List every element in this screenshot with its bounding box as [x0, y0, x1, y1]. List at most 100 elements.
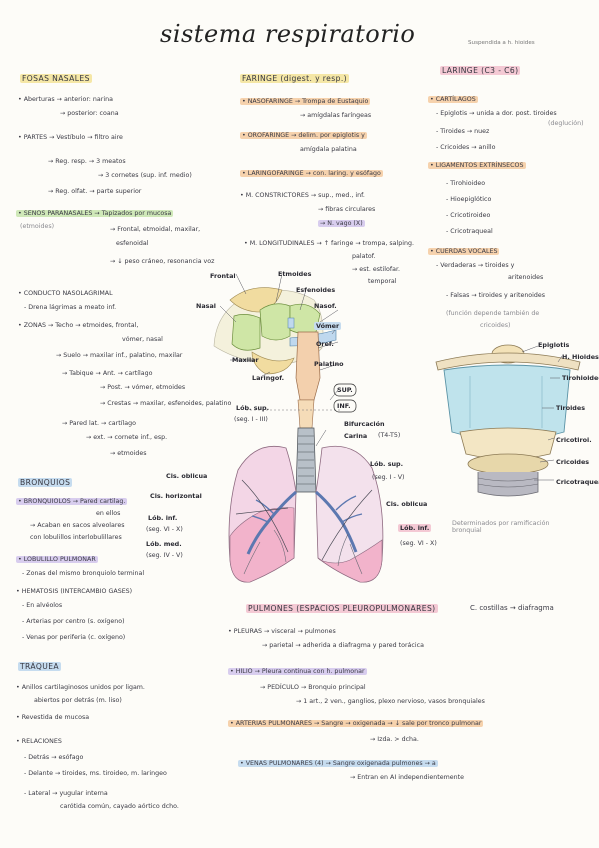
respiratory-illustration	[213, 273, 384, 583]
laringe-line: aritenoides	[508, 274, 544, 281]
head-label-palatino: Laringof.	[252, 374, 285, 382]
label-lob-sup-left-seg: (seg. I - III)	[234, 416, 268, 423]
pulmones-heading: PULMONES (ESPACIOS PLEUROPULMONARES)	[246, 604, 438, 613]
larynx-label: H. Hioides	[562, 353, 599, 361]
faringe-line: temporal	[368, 278, 397, 285]
faringe-line: • NASOFARINGE → Trompa de Eustaquio	[240, 98, 371, 105]
label-bifurcacion: Bifurcación	[344, 420, 385, 428]
laringe-line: - Cricotiroideo	[446, 212, 491, 219]
pulmones-line: • HILIO → Pleura continua con h. pulmona…	[228, 668, 367, 675]
head-label-nasal: Nasal	[196, 302, 216, 310]
label-inf: INF.	[337, 402, 351, 410]
laringe-line: - Tirohioideo	[446, 180, 486, 187]
fosas-line: (etmoides)	[20, 223, 55, 230]
fosas-line: → Tabique → Ant. → cartílago	[62, 370, 153, 377]
pulmones-line: → Izda. > dcha.	[370, 736, 419, 743]
label-lob-med-seg: (seg. IV - V)	[146, 552, 183, 559]
larynx-label: Cricoides	[556, 458, 590, 466]
pulmones-line: → PEDÍCULO → Bronquio principal	[260, 684, 366, 691]
laringe-line: • CUERDAS VOCALES	[428, 248, 500, 255]
pulmones-line: → parietal → adherida a diafragma y pare…	[262, 642, 424, 649]
laringe-line: - Epiglotis → unida a dor. post. tiroide…	[436, 110, 557, 117]
pulmones-line: • ARTERIAS PULMONARES → Sangre → oxigena…	[228, 720, 484, 727]
traquea-line: - Lateral → yugular interna	[24, 790, 108, 797]
larynx-label: Cricotraqueal	[556, 478, 599, 486]
label-lob-inf-right-seg: (seg. VI - X)	[400, 540, 437, 547]
fosas-line: → Suelo → maxilar inf., palatino, maxila…	[56, 352, 183, 359]
label-lob-sup-left: Lób. sup.	[236, 404, 270, 412]
faringe-line: • LARINGOFARINGE → con. laring. y esófag…	[240, 170, 383, 177]
bronquios-line: → Acaban en sacos alveolares	[30, 522, 125, 529]
fosas-line: vómer, nasal	[122, 336, 163, 343]
bronquios-line: en ellos	[96, 510, 121, 517]
pulmones-heading-tail: C. costillas → diafragma	[470, 604, 554, 612]
label-cis-obl-left: Cis. oblicua	[166, 472, 208, 480]
fosas-line: → Reg. resp. → 3 meatos	[48, 158, 126, 165]
label-cis-obl-right: Cis. oblicua	[386, 500, 428, 508]
faringe-line: • OROFARINGE → delim. por epiglotis y	[240, 132, 367, 139]
head-label-nasof: Nasof.	[314, 302, 337, 310]
pulmones-line: → Entran en AI independientemente	[350, 774, 464, 781]
label-lob-inf-right: Lób. inf.	[398, 524, 432, 532]
fosas-line: • ZONAS → Techo → etmoides, frontal,	[18, 322, 139, 329]
laringe-line: - Falsas → tiroides y aritenoides	[446, 292, 546, 299]
faringe-line: • M. CONSTRICTORES → sup., med., inf.	[240, 192, 365, 199]
fosas-line: → Post. → vómer, etmoides	[100, 384, 186, 391]
pulmones-line: • PLEURAS → visceral → pulmones	[228, 628, 336, 635]
laringe-line: (función depende también de	[446, 310, 540, 317]
bronquios-line: - Venas por periferia (c. oxígeno)	[22, 634, 126, 641]
label-segment-note: Determinados por ramificación bronquial	[452, 520, 550, 535]
bronquios-line: - Arterias por centro (s. oxígeno)	[22, 618, 125, 625]
faringe-line: palatof.	[352, 253, 376, 260]
fosas-line: esfenoidal	[116, 240, 149, 247]
laringe-line: - Cricotraqueal	[446, 228, 493, 235]
laringe-line: - Cricoides → anillo	[436, 144, 496, 151]
bronquios-line: • HEMATOSIS (INTERCAMBIO GASES)	[16, 588, 133, 595]
head-label-frontal: Frontal	[210, 272, 236, 280]
bronquios-line: • BRONQUIOLOS → Pared cartilag.	[16, 498, 128, 505]
head-label-maxilar: Maxilar	[232, 356, 259, 364]
head-label-esfenoides: Esfenoides	[296, 286, 336, 294]
label-lob-med: Lób. med.	[146, 540, 182, 548]
label-sup: SUP.	[337, 386, 353, 394]
label-lob-inf-left-seg: (seg. VI - X)	[146, 526, 183, 533]
fosas-line: → ext. → cornete inf., esp.	[86, 434, 168, 441]
fosas-line: → ↓ peso cráneo, resonancia voz	[110, 258, 215, 265]
pulmones-line: • VENAS PULMONARES (4) → Sangre oxigenad…	[238, 760, 438, 767]
fosas-line: → Frontal, etmoidal, maxilar,	[110, 226, 201, 233]
traquea-heading: TRÁQUEA	[18, 662, 61, 671]
head-label-laringof: Palatino	[314, 360, 344, 368]
faringe-line: → amígdalas faríngeas	[300, 112, 372, 119]
traquea-line: • Anillos cartilaginosos unidos por liga…	[16, 684, 145, 691]
label-cis-hor: Cis. horizontal	[150, 492, 202, 500]
traquea-line: carótida común, cayado aórtico dcho.	[60, 803, 179, 810]
faringe-line: → est. estilofar.	[352, 266, 400, 273]
label-lob-inf-left: Lób. inf.	[148, 514, 178, 522]
head-label-oref: Oref.	[316, 340, 334, 348]
bronquios-line: - Zonas del mismo bronquiolo terminal	[22, 570, 145, 577]
traquea-line: • Revestida de mucosa	[16, 714, 90, 721]
label-carina-vert: (T4-T5)	[378, 432, 401, 439]
fosas-line: → 3 cornetes (sup. inf. medio)	[98, 172, 192, 179]
larynx-label: Tirohioideo	[562, 374, 599, 382]
fosas-line: - Drena lágrimas a meato inf.	[24, 304, 117, 311]
bronquios-line: • LOBULILLO PULMONAR	[16, 556, 98, 563]
head-label-vomer: Vómer	[314, 322, 342, 330]
laringe-line: - Hioepiglótico	[446, 196, 492, 203]
laringe-line: - Tiroides → nuez	[436, 128, 490, 135]
faringe-line: → N. vago (X)	[318, 220, 365, 227]
faringe-line: amígdala palatina	[300, 146, 357, 153]
fosas-line: → Reg. olfat. → parte superior	[48, 188, 142, 195]
faringe-heading: FARINGE (digest. y resp.)	[240, 74, 349, 83]
faringe-line: • M. LONGITUDINALES → ↑ faringe → trompa…	[244, 240, 415, 247]
fosas-line: • PARTES → Vestíbulo → filtro aire	[18, 134, 123, 141]
larynx-label: Epiglotis	[538, 341, 570, 349]
larynx-illustration	[435, 344, 581, 497]
traquea-line: • RELACIONES	[16, 738, 62, 745]
bronquios-line: con lobulillos interlobulillares	[30, 534, 122, 541]
laringe-line: • CARTÍLAGOS	[428, 96, 478, 103]
larynx-label: Cricotiroi.	[556, 436, 592, 444]
pulmones-line: → 1 art., 2 ven., ganglios, plexo nervio…	[296, 698, 485, 705]
label-lob-sup-right: Lób. sup.	[370, 460, 404, 468]
fosas-heading: FOSAS NASALES	[20, 74, 92, 83]
